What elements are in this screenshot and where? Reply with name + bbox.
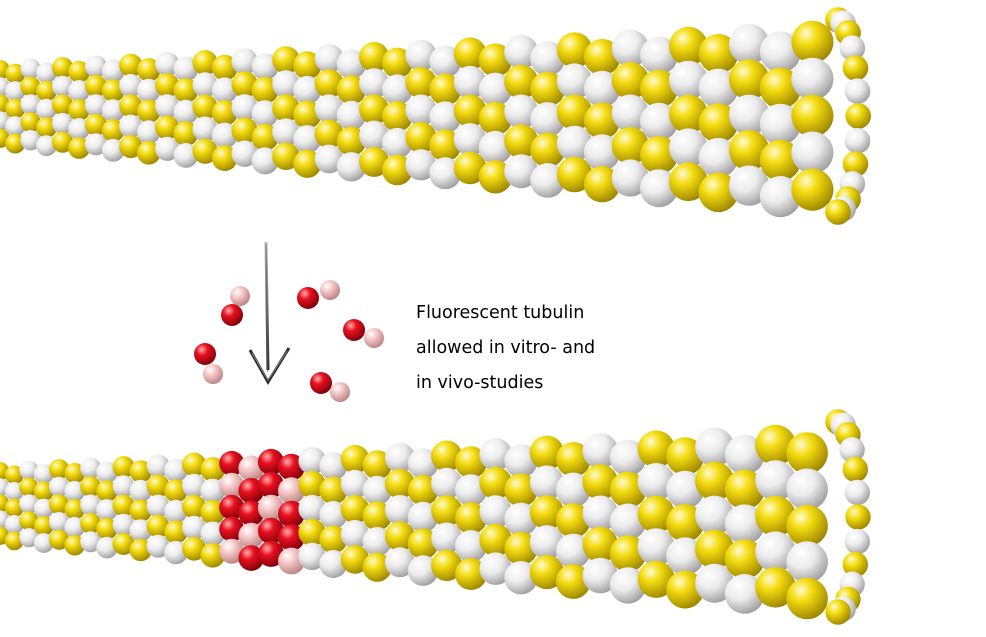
fluorescent-labeled-microtubule bbox=[0, 409, 871, 624]
end-ring-subunit bbox=[825, 199, 851, 225]
end-ring-subunit bbox=[845, 529, 870, 554]
beta-tubulin-subunit bbox=[791, 132, 833, 174]
caption-line-2: allowed in vitro- and bbox=[416, 331, 656, 366]
alpha-tubulin-subunit bbox=[786, 505, 828, 547]
alpha-tubulin-subunit bbox=[791, 95, 833, 137]
end-ring-subunit bbox=[845, 480, 870, 505]
end-ring-subunit bbox=[845, 78, 871, 104]
alpha-tubulin-subunit bbox=[786, 578, 828, 620]
fluorescent-dimer-light bbox=[203, 364, 223, 384]
end-ring-subunit bbox=[845, 128, 871, 154]
caption-line-1: Fluorescent tubulin bbox=[416, 296, 656, 331]
fluorescent-dimer-light bbox=[364, 328, 384, 348]
alpha-tubulin-subunit bbox=[791, 169, 833, 211]
beta-tubulin-subunit bbox=[791, 58, 833, 100]
end-ring-subunit bbox=[845, 504, 870, 529]
down-arrow-icon bbox=[250, 242, 289, 382]
fluorescent-dimer-dark bbox=[194, 343, 216, 365]
fluorescent-dimer-dark bbox=[297, 287, 319, 309]
alpha-tubulin-subunit bbox=[786, 432, 828, 474]
fluorescent-dimer-dark bbox=[343, 319, 365, 341]
fluorescent-dimer-dark bbox=[310, 372, 332, 394]
alpha-tubulin-subunit bbox=[791, 21, 833, 63]
fluorescent-dimer-dark bbox=[221, 304, 243, 326]
free-fluorescent-dimers bbox=[194, 280, 384, 402]
fluorescent-dimer-light bbox=[320, 280, 340, 300]
end-ring-subunit bbox=[825, 599, 850, 624]
beta-tubulin-subunit bbox=[786, 469, 828, 511]
caption: Fluorescent tubulin allowed in vitro- an… bbox=[416, 296, 656, 401]
caption-line-3: in vivo-studies bbox=[416, 366, 656, 401]
end-ring-subunit bbox=[845, 103, 871, 129]
fluorescent-dimer-light bbox=[230, 286, 250, 306]
end-ring-subunit bbox=[843, 457, 868, 482]
unlabeled-microtubule bbox=[0, 7, 871, 225]
end-ring-subunit bbox=[843, 55, 869, 81]
fluorescent-dimer-light bbox=[330, 382, 350, 402]
beta-tubulin-subunit bbox=[786, 541, 828, 583]
